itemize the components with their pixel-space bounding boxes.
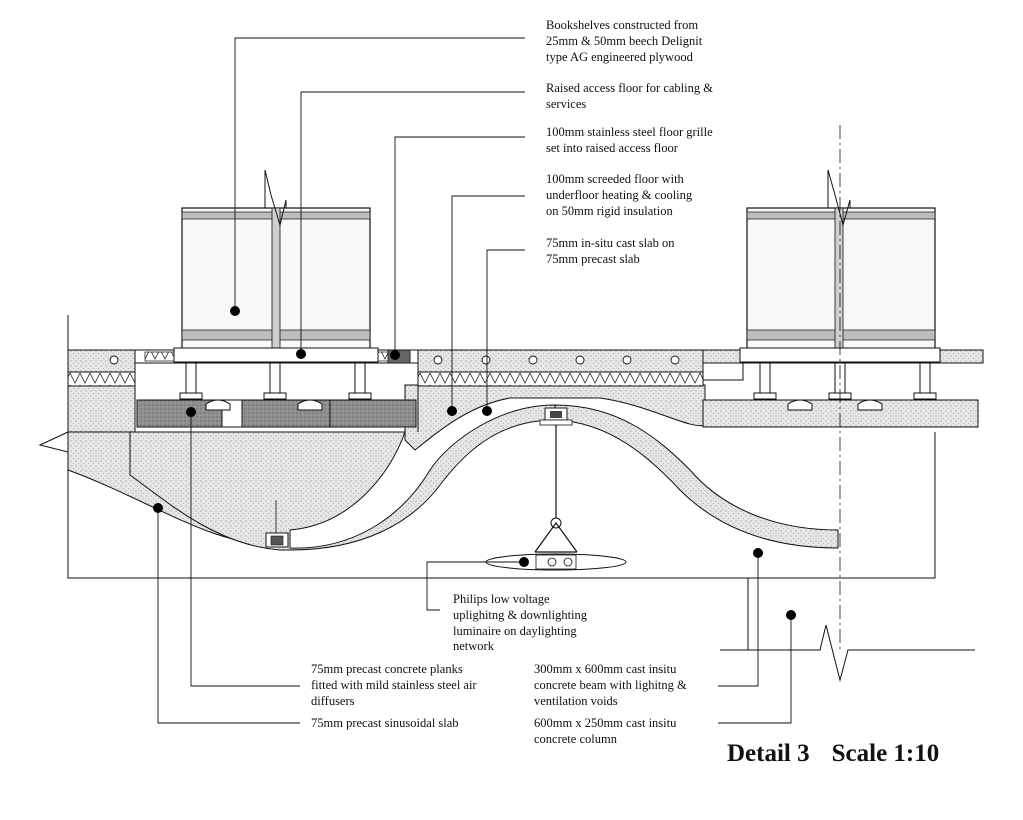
leader-lines xyxy=(157,37,792,724)
raised-floor-pedestals-right xyxy=(753,362,937,400)
precast-planks-left xyxy=(136,399,417,428)
label-concrete-column: 600mm x 250mm cast insitu concrete colum… xyxy=(534,716,677,746)
left-break xyxy=(38,431,69,470)
raised-floor-pedestals-left xyxy=(179,362,372,400)
label-screeded-floor: 100mm screeded floor with underfloor hea… xyxy=(546,172,693,218)
drawing-scale: Scale 1:10 xyxy=(831,740,940,767)
screed-heating-pipes xyxy=(109,355,680,365)
drawing-title: Detail 3 Scale 1:10 xyxy=(727,740,939,768)
label-floor-grille: 100mm stainless steel floor grille set i… xyxy=(546,125,713,155)
leader-dots xyxy=(153,306,796,620)
concrete-beam-outline xyxy=(67,315,936,579)
label-insitu-slab: 75mm in-situ cast slab on 75mm precast s… xyxy=(546,236,675,266)
screed-centre xyxy=(417,349,704,373)
label-precast-planks: 75mm precast concrete planks fitted with… xyxy=(311,662,477,708)
insulation-left xyxy=(67,371,136,387)
insulation-centre xyxy=(417,371,704,387)
column-break xyxy=(720,624,975,682)
label-raised-floor: Raised access floor for cabling & servic… xyxy=(546,81,713,111)
bookshelf-left xyxy=(173,169,379,363)
sinusoidal-slab-arch xyxy=(554,404,839,549)
label-sinusoidal-slab: 75mm precast sinusoidal slab xyxy=(311,716,459,730)
label-bookshelves: Bookshelves constructed from 25mm & 50mm… xyxy=(546,18,703,64)
screed-left xyxy=(67,349,136,373)
detail-number: Detail 3 xyxy=(727,740,810,767)
insitu-cast-slab xyxy=(404,384,706,451)
label-luminaire: Philips low voltage uplighitng & downlig… xyxy=(453,592,588,654)
precast-planks-right xyxy=(702,399,979,428)
label-concrete-beam: 300mm x 600mm cast insitu concrete beam … xyxy=(534,662,687,708)
